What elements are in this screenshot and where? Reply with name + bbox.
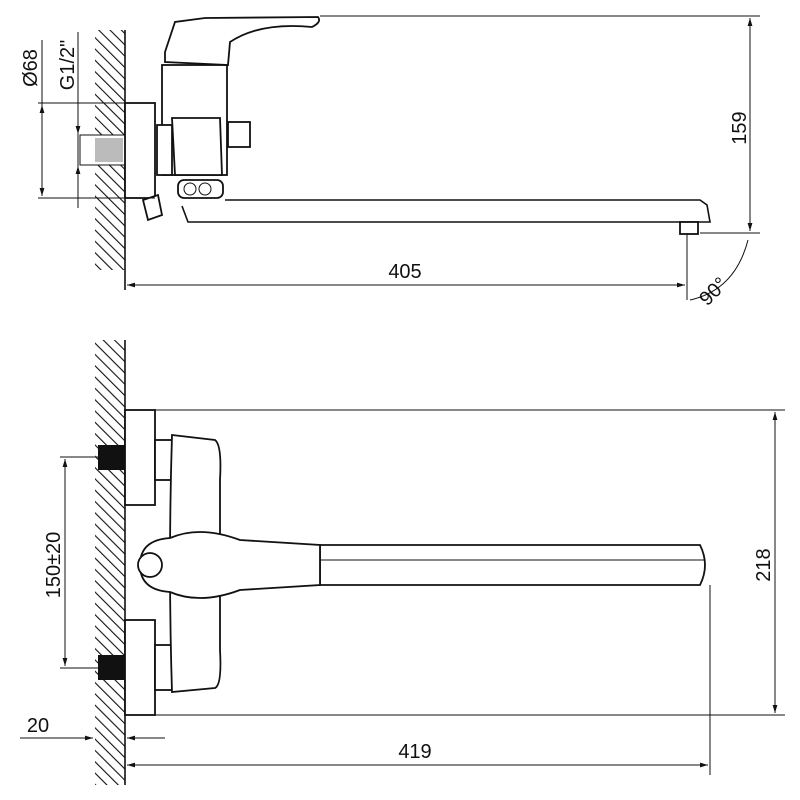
diverter-housing xyxy=(171,117,223,176)
spout xyxy=(181,199,711,223)
flange xyxy=(124,102,156,199)
side-view: 159 405 90° Ø68 G1/2" xyxy=(20,15,760,310)
thread-label: G1/2" xyxy=(57,40,79,90)
lever-knob xyxy=(137,552,163,578)
lever-top xyxy=(139,531,321,599)
spout-nut xyxy=(177,179,224,199)
depth-label: 218 xyxy=(753,548,775,581)
top-view: 218 150±20 419 20 xyxy=(20,340,785,785)
thread-pattern xyxy=(95,138,123,162)
angle-arc xyxy=(689,239,749,301)
aerator xyxy=(679,221,699,235)
length-label: 405 xyxy=(388,261,421,283)
eccentric-bottom xyxy=(124,619,156,716)
eccentric-top xyxy=(124,409,156,506)
shower-outlet xyxy=(141,193,164,222)
length-label-top: 419 xyxy=(398,741,431,763)
height-label: 159 xyxy=(729,111,751,144)
offset-label: 20 xyxy=(27,715,49,737)
connector-nut xyxy=(156,124,173,176)
diameter-label: Ø68 xyxy=(20,49,42,87)
nut-detail xyxy=(183,182,197,196)
angle-label: 90° xyxy=(695,273,732,310)
spacing-label: 150±20 xyxy=(43,532,65,599)
diverter-knob xyxy=(227,121,251,148)
wall-hatch-bottom xyxy=(95,340,125,785)
spout-top xyxy=(319,544,706,586)
nut-detail xyxy=(198,182,212,196)
lever-handle xyxy=(164,16,321,66)
